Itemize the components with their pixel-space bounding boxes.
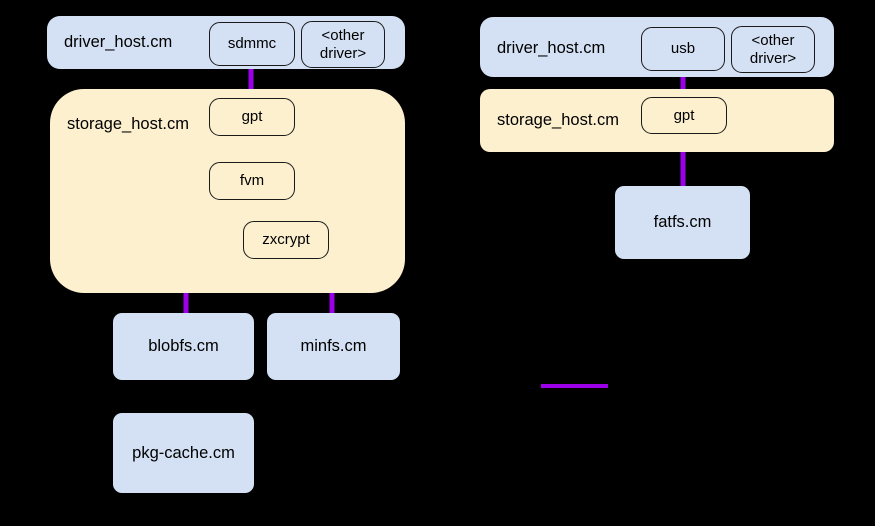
left-storage-host-label: storage_host.cm — [67, 115, 189, 133]
left-driver-host-label: driver_host.cm — [64, 33, 173, 51]
right-storage-host-label: storage_host.cm — [497, 111, 619, 129]
left-driver-node-other[interactable]: <other driver> — [301, 21, 385, 68]
component-blobfs[interactable]: blobfs.cm — [113, 313, 254, 380]
component-minfs[interactable]: minfs.cm — [267, 313, 400, 380]
right-driver-node-usb[interactable]: usb — [641, 27, 725, 71]
right-driver-host-label: driver_host.cm — [497, 39, 606, 57]
right-storage-node-gpt[interactable]: gpt — [641, 97, 727, 134]
left-storage-node-gpt[interactable]: gpt — [209, 98, 295, 136]
right-driver-node-other[interactable]: <other driver> — [731, 26, 815, 73]
left-storage-node-fvm[interactable]: fvm — [209, 162, 295, 200]
component-pkg-cache[interactable]: pkg-cache.cm — [113, 413, 254, 493]
left-driver-node-sdmmc[interactable]: sdmmc — [209, 22, 295, 66]
right-storage-host-container: storage_host.cm — [480, 89, 834, 152]
component-fatfs[interactable]: fatfs.cm — [615, 186, 750, 259]
left-storage-node-zxcrypt[interactable]: zxcrypt — [243, 221, 329, 259]
legend-connector-key — [541, 384, 608, 388]
